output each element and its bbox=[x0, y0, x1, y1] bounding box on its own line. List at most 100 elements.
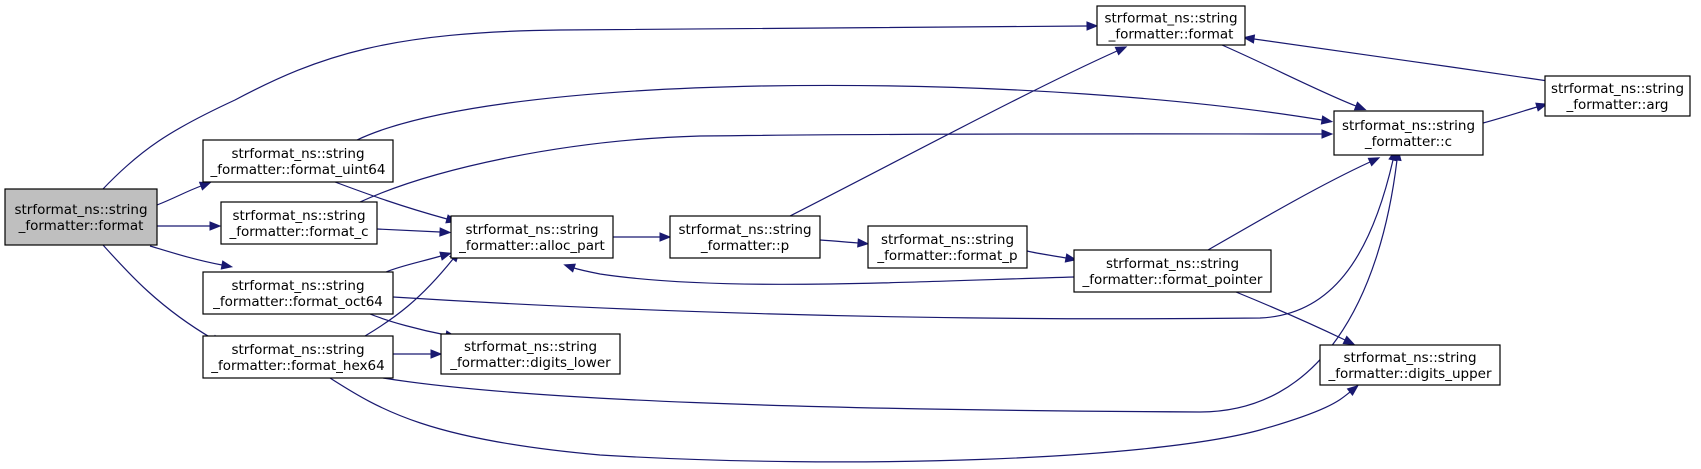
arrowhead bbox=[439, 251, 452, 261]
node-format-oct64[interactable]: strformat_ns::string_formatter::format_o… bbox=[202, 271, 394, 315]
node-label-line1: strformat_ns::string bbox=[678, 222, 811, 238]
edge-format_hex64-to-digits_upper bbox=[329, 377, 1359, 463]
node-label-line1: strformat_ns::string bbox=[14, 202, 147, 218]
edge-p-to-format_top bbox=[789, 46, 1128, 217]
edge-line bbox=[329, 377, 1351, 463]
edge-format_uint64-to-c bbox=[356, 84, 1334, 141]
node-label-line2: _formatter::format bbox=[1108, 27, 1234, 43]
node-format-c[interactable]: strformat_ns::string_formatter::format_c bbox=[220, 201, 378, 245]
edge-line bbox=[102, 244, 214, 340]
edge-line bbox=[369, 313, 447, 336]
arrowhead bbox=[659, 232, 672, 242]
node-box bbox=[1333, 110, 1484, 156]
arrowhead bbox=[1064, 253, 1078, 263]
arrowhead bbox=[1320, 115, 1334, 125]
arrowhead bbox=[209, 221, 222, 231]
node-box bbox=[1096, 5, 1246, 46]
arrowhead bbox=[198, 181, 212, 191]
edge-format_c-to-alloc_part bbox=[376, 227, 452, 237]
node-box bbox=[1073, 249, 1272, 293]
edge-c-to-arg bbox=[1482, 102, 1548, 124]
node-box bbox=[4, 188, 158, 246]
node-label-line1: strformat_ns::string bbox=[1106, 256, 1239, 272]
edge-arg-to-format_top bbox=[1242, 34, 1549, 82]
edge-line bbox=[334, 181, 448, 220]
node-digits-upper[interactable]: strformat_ns::string_formatter::digits_u… bbox=[1319, 344, 1501, 386]
node-label-line1: strformat_ns::string bbox=[231, 146, 364, 162]
node-label-line2: _formatter::format_p bbox=[876, 248, 1017, 264]
arrowhead bbox=[1114, 46, 1128, 56]
edge-format_pointer-to-alloc_part bbox=[563, 263, 1075, 285]
node-box bbox=[440, 333, 621, 375]
edge-line bbox=[1482, 106, 1538, 124]
edge-line bbox=[1207, 161, 1371, 251]
node-format-hex64[interactable]: strformat_ns::string_formatter::format_h… bbox=[202, 335, 394, 379]
arrowhead bbox=[430, 349, 443, 359]
node-arg[interactable]: strformat_ns::string_formatter::arg bbox=[1544, 75, 1691, 117]
node-format-pointer[interactable]: strformat_ns::string_formatter::format_p… bbox=[1073, 249, 1272, 293]
arrowhead bbox=[857, 238, 870, 248]
edge-line bbox=[356, 84, 1323, 141]
edge-format_pointer-to-c bbox=[1207, 157, 1381, 251]
edge-root-to-format_uint64 bbox=[156, 181, 212, 206]
node-label-line1: strformat_ns::string bbox=[1551, 81, 1684, 97]
node-p[interactable]: strformat_ns::string_formatter::p bbox=[669, 215, 821, 259]
edge-alloc_part-to-p bbox=[613, 232, 672, 242]
arrowhead bbox=[1321, 129, 1334, 139]
edge-line bbox=[364, 258, 454, 337]
edge-line bbox=[156, 185, 202, 206]
node-format-p[interactable]: strformat_ns::string_formatter::format_p bbox=[867, 225, 1028, 269]
edge-line bbox=[819, 239, 859, 244]
arrowhead bbox=[1535, 102, 1548, 112]
edge-line bbox=[1235, 291, 1346, 341]
edge-format_oct64-to-alloc_part bbox=[385, 251, 452, 273]
node-box bbox=[202, 271, 394, 315]
node-box bbox=[1319, 344, 1501, 386]
node-box bbox=[202, 139, 394, 183]
edge-line bbox=[376, 228, 441, 233]
node-label-line2: _formatter::format_hex64 bbox=[210, 358, 384, 374]
node-box bbox=[450, 215, 614, 259]
node-digits-lower[interactable]: strformat_ns::string_formatter::digits_l… bbox=[440, 333, 621, 375]
node-label-line2: _formatter::digits_upper bbox=[1327, 366, 1492, 382]
node-label-line1: strformat_ns::string bbox=[881, 232, 1014, 248]
node-label-line2: _formatter::alloc_part bbox=[458, 238, 605, 254]
node-box bbox=[220, 201, 378, 245]
node-label-line1: strformat_ns::string bbox=[464, 339, 597, 355]
node-box bbox=[1544, 75, 1691, 117]
edge-format_top-to-c bbox=[1221, 44, 1367, 111]
edge-format_pointer-to-digits_upper bbox=[1235, 291, 1356, 345]
arrowhead bbox=[1086, 21, 1099, 31]
node-label-line2: _formatter::p bbox=[700, 238, 789, 254]
node-root: strformat_ns::string_formatter::format bbox=[4, 188, 158, 246]
edge-line bbox=[1026, 250, 1067, 259]
edge-root-to-format_oct64 bbox=[149, 245, 234, 270]
node-label-line2: _formatter::format_oct64 bbox=[212, 294, 383, 310]
arrowhead bbox=[1342, 335, 1356, 345]
edge-p-to-format_p bbox=[819, 238, 870, 248]
arrowhead bbox=[563, 263, 576, 273]
node-label-line2: _formatter::format bbox=[18, 218, 144, 234]
node-c[interactable]: strformat_ns::string_formatter::c bbox=[1333, 110, 1484, 156]
edge-line bbox=[382, 159, 1398, 413]
arrowhead bbox=[1353, 101, 1367, 111]
node-alloc-part[interactable]: strformat_ns::string_formatter::alloc_pa… bbox=[450, 215, 614, 259]
edge-layer bbox=[101, 21, 1549, 463]
node-label-line2: _formatter::format_c bbox=[228, 224, 368, 240]
edge-line bbox=[789, 50, 1118, 217]
node-label-line1: strformat_ns::string bbox=[232, 208, 365, 224]
edge-format_p-to-format_pointer bbox=[1026, 250, 1078, 263]
arrowhead bbox=[439, 227, 452, 237]
edge-root-to-format_c bbox=[157, 221, 222, 231]
node-format-uint64[interactable]: strformat_ns::string_formatter::format_u… bbox=[202, 139, 394, 183]
node-box bbox=[669, 215, 821, 259]
edge-line bbox=[1221, 44, 1357, 107]
node-label-line2: _formatter::format_pointer bbox=[1082, 272, 1263, 288]
node-label-line1: strformat_ns::string bbox=[1343, 350, 1476, 366]
edge-root-to-format_top bbox=[101, 21, 1099, 191]
edge-format_c-to-c bbox=[359, 129, 1334, 203]
node-label-line2: _formatter::arg bbox=[1566, 97, 1669, 113]
node-format-top[interactable]: strformat_ns::string_formatter::format bbox=[1096, 5, 1246, 46]
edge-line bbox=[385, 255, 442, 273]
